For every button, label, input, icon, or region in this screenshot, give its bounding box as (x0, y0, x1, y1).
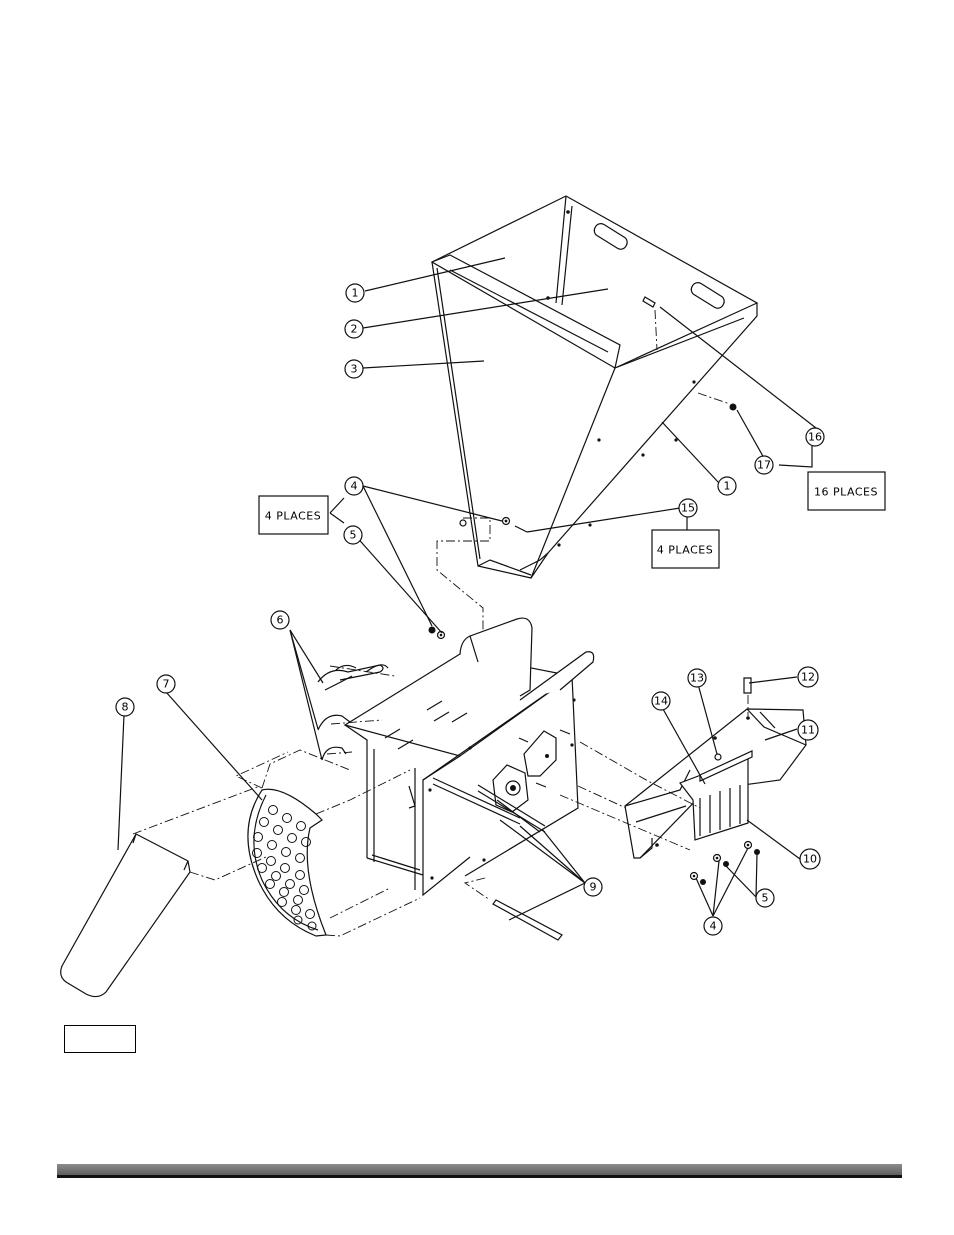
svg-text:4: 4 (351, 480, 358, 493)
hitch-pins (317, 664, 389, 761)
svg-text:1: 1 (352, 287, 359, 300)
box-16-places: 16 PLACES (807, 471, 886, 511)
svg-text:4: 4 (710, 920, 717, 933)
hardware-right (689, 840, 760, 885)
svg-text:1: 1 (724, 480, 731, 493)
perforated-screen (247, 788, 327, 937)
svg-text:5: 5 (762, 892, 769, 905)
callout-1-right: 1 (717, 476, 737, 496)
callout-14: 14 (651, 691, 671, 711)
callout-9: 9 (583, 877, 603, 897)
svg-text:14: 14 (654, 695, 668, 708)
svg-text:15: 15 (681, 502, 695, 515)
callout-4-bottom: 4 (703, 916, 723, 936)
callout-13: 13 (687, 668, 707, 688)
svg-text:4 PLACES: 4 PLACES (657, 544, 713, 557)
svg-text:16 PLACES: 16 PLACES (814, 486, 878, 499)
callout-15: 15 (678, 498, 698, 518)
svg-text:9: 9 (590, 881, 597, 894)
svg-text:5: 5 (350, 529, 357, 542)
callout-10: 10 (799, 848, 821, 870)
box-4-places-right: 4 PLACES (651, 529, 720, 569)
svg-text:12: 12 (801, 671, 815, 684)
discharge-chute (60, 833, 191, 998)
footer-rule (57, 1164, 902, 1178)
svg-text:7: 7 (163, 678, 170, 691)
svg-text:11: 11 (801, 724, 815, 737)
callout-8: 8 (115, 697, 135, 717)
svg-text:2: 2 (351, 323, 358, 336)
callout-6: 6 (270, 610, 290, 630)
callout-5-top: 5 (343, 525, 363, 545)
svg-text:13: 13 (690, 672, 704, 685)
figure-label-box (64, 1025, 136, 1053)
svg-text:17: 17 (757, 459, 771, 472)
callout-3: 3 (344, 359, 364, 379)
callout-2: 2 (344, 319, 364, 339)
callout-4-top: 4 (344, 476, 364, 496)
svg-text:16: 16 (808, 431, 822, 444)
intake-assembly (624, 677, 807, 859)
svg-text:10: 10 (803, 853, 817, 866)
callout-7: 7 (156, 674, 176, 694)
svg-text:3: 3 (351, 363, 358, 376)
box-4-places-left: 4 PLACES (258, 495, 329, 535)
blower-housing (343, 617, 595, 897)
callout-17: 17 (754, 455, 774, 475)
callout-5-bottom: 5 (755, 888, 775, 908)
svg-text:8: 8 (122, 701, 129, 714)
callout-12: 12 (797, 666, 819, 688)
callout-16: 16 (805, 427, 825, 447)
hopper-assembly (430, 195, 759, 579)
callout-1-top: 1 (345, 283, 365, 303)
leader-lines (117, 257, 817, 921)
svg-text:4 PLACES: 4 PLACES (265, 510, 321, 523)
svg-text:6: 6 (277, 614, 284, 627)
callout-11: 11 (797, 719, 819, 741)
